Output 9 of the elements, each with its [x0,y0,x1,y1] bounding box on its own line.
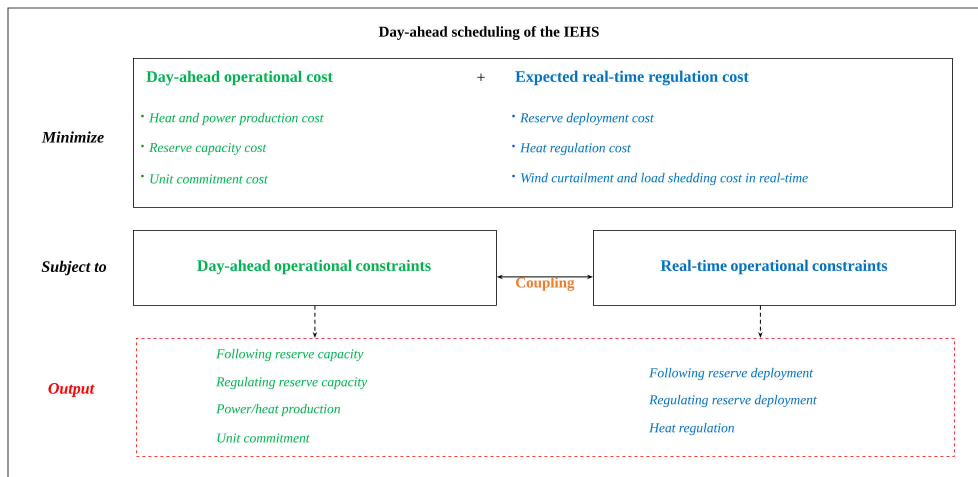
row-label: Minimize [42,131,104,143]
constraint-box: Real-time operational constraints [593,230,956,306]
objective-box: Day-ahead operational cost + Expected real-time regulation cost Heat and power production cost Reserve capacity cost Unit commitment cost Reserve deployment cost Heat regulation cost Wind curtailment and load shedding cost in real-time [133,58,953,208]
title: Day-ahead scheduling of the IEHS [378,26,599,40]
constraint-box: Day-ahead operational constraints [133,230,497,306]
row-label: Subject to [42,260,106,276]
output-box: Following reserve capacity Regulating reserve capacity Power/heat production Unit commitment Following reserve deployment Regulating reserve deployment Heat regulation [136,338,955,457]
row-label: Output [48,383,95,397]
edge-label: Coupling [516,277,574,291]
